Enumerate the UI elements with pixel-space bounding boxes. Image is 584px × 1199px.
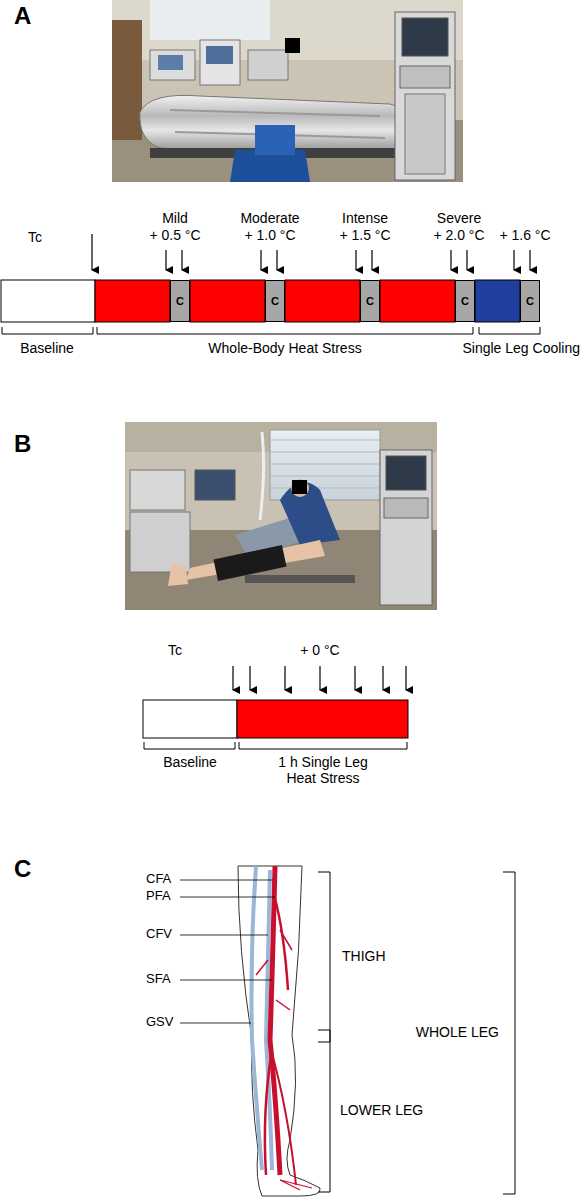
phase-brackets [2,327,540,334]
stage-name: Mild [162,210,188,226]
core-temp-label: Tc [28,229,42,245]
arteries [256,866,312,1190]
region-label: LOWER LEG [340,1102,423,1118]
region-label: WHOLE LEG [416,1024,499,1040]
leader-lines [180,880,275,1023]
measurement-box: C [455,280,475,322]
leg-vasculature-illustration [180,866,515,1196]
measurement-box: C [360,280,380,322]
region-brackets [318,872,515,1194]
measurement-mark: C [271,295,279,307]
photo-whole-body-heating [112,0,463,182]
panel-letter: B [14,430,31,458]
temp-rise: + 1.6 °C [499,227,550,243]
phase-brackets [144,742,407,749]
stage-name: Intense [342,210,388,226]
phase-label: Baseline [163,754,217,770]
temp-rise: + 1.0 °C [244,227,295,243]
measurement-mark: C [176,295,184,307]
timeline-a [1,234,540,334]
core-temp-label: Tc [168,642,182,658]
panel-letter: C [14,855,31,883]
temp-rise: + 2.0 °C [433,227,484,243]
region-label: THIGH [342,948,386,964]
stage-name: Severe [437,210,481,226]
photo-single-leg-heating [125,422,437,610]
temp-rise: + 1.5 °C [339,227,390,243]
panel-letter: A [14,2,31,30]
vessel-label: SFA [146,972,171,987]
measurement-box: C [170,280,190,322]
measurement-arrows [233,666,406,690]
timeline-b [143,666,408,749]
phase-label: Baseline [20,340,74,356]
phase-label: Whole-Body Heat Stress [208,340,361,356]
vessel-label: CFA [146,872,171,887]
measurement-mark: C [526,295,534,307]
phase-label: Single Leg Cooling [462,340,580,356]
measurement-mark: C [461,295,469,307]
vessel-label: CFV [146,927,172,942]
stage-name: Moderate [240,210,299,226]
measurement-box: C [265,280,285,322]
vessel-label: GSV [146,1015,173,1030]
phase-label: 1 h Single Leg Heat Stress [267,754,379,786]
vessel-label: PFA [146,889,171,904]
temp-rise: + 0 °C [300,642,339,658]
temp-rise: + 0.5 °C [149,227,200,243]
measurement-box: C [520,280,540,322]
measurement-mark: C [366,295,374,307]
